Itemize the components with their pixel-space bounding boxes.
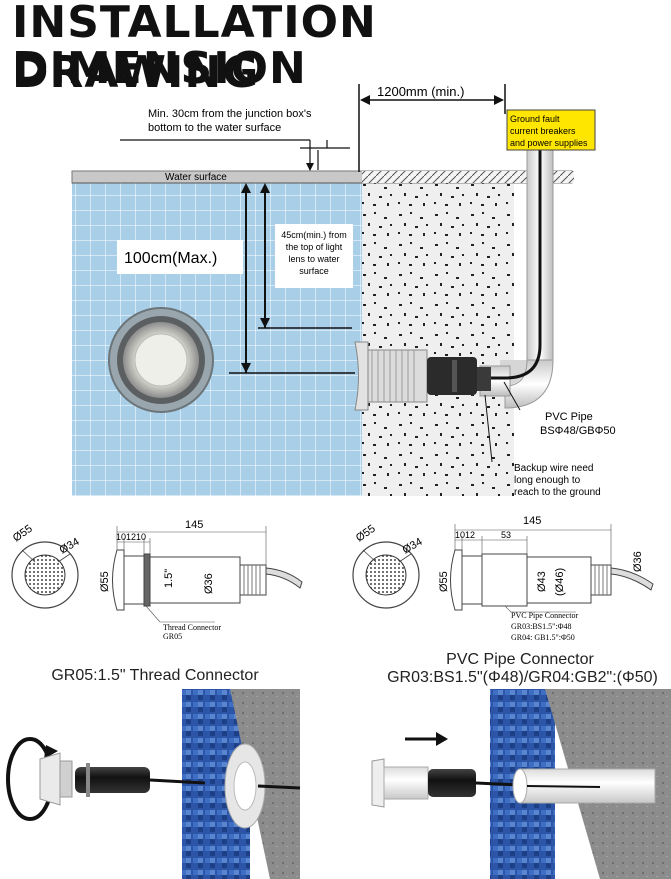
min-depth-line-3: lens to water <box>288 254 339 264</box>
left-body-dia: Ø36 <box>203 573 215 594</box>
caption-right-line-1: PVC Pipe Connector <box>446 651 594 668</box>
left-dia-outer: Ø55 <box>11 523 35 545</box>
max-depth-box <box>117 240 243 274</box>
left-side-dia: Ø55 <box>99 571 111 592</box>
thread-connector-drawing: Ø55 Ø34 145 101210 Ø55 1.5" Ø36 Thread C… <box>11 519 303 641</box>
right-label-1: PVC Pipe Connector <box>511 611 578 620</box>
ground-fault-label-box <box>506 109 596 151</box>
photo-thread-connector <box>6 689 301 879</box>
right-dims-top-a: 1012 <box>455 530 475 540</box>
left-connector-label: Thread Connector <box>163 623 221 632</box>
right-body-dia: Ø36 <box>632 551 644 572</box>
distance-to-box-label: 1200mm (min.) <box>377 84 464 99</box>
junction-note-line-1: Min. 30cm from the junction box's <box>148 108 312 120</box>
front-view-left <box>11 541 79 609</box>
ground-fault-line-1: Ground fault <box>510 114 560 124</box>
water-surface-label: Water surface <box>165 172 227 183</box>
left-dims-top: 101210 <box>116 532 146 542</box>
min-depth-line-4: surface <box>299 266 329 276</box>
right-dims-top-b: 53 <box>501 530 511 540</box>
left-length: 145 <box>185 519 203 531</box>
caption-left: GR05:1.5" Thread Connector <box>51 667 259 684</box>
caption-right-line-2: GR03:BS1.5"(Φ48)/GR04:GB2":(Φ50) <box>387 669 658 686</box>
concrete-wall <box>362 183 514 496</box>
cable <box>470 110 542 380</box>
ground-fault-line-3: and power supplies <box>510 138 588 148</box>
right-label-3: GR04: GB1.5":Φ50 <box>511 633 575 642</box>
right-label-2: GR03:BS1.5":Φ48 <box>511 622 571 631</box>
min-depth-line-2: the top of light <box>286 242 343 252</box>
right-dia-inner: Ø34 <box>401 536 425 557</box>
left-thread: 1.5" <box>163 569 175 588</box>
min-depth-line-1: 45cm(min.) from <box>281 230 347 240</box>
ground-fault-line-2: current breakers <box>510 126 576 136</box>
right-d46: (Ø46) <box>554 568 566 596</box>
photo-pvc-connector <box>371 689 671 879</box>
backup-wire-line-2: long enough to <box>514 475 581 486</box>
side-view-left <box>112 549 303 611</box>
side-view-right <box>450 549 654 611</box>
pvc-pipe-label-2: BSΦ48/GBΦ50 <box>540 425 616 437</box>
page-title-line-2: DRAWING <box>12 47 260 98</box>
installation-photos <box>6 689 671 879</box>
right-length: 145 <box>523 515 541 527</box>
right-d43: Ø43 <box>536 571 548 592</box>
page-title-line-1: INSTALLATION DIMENSION <box>12 0 377 94</box>
junction-note-line-2: bottom to the water surface <box>148 122 281 134</box>
max-depth-label: 100cm(Max.) <box>124 250 217 267</box>
installation-diagram: Ground fault current breakers and power … <box>71 84 616 498</box>
right-side-dia: Ø55 <box>438 571 450 592</box>
pvc-connector-drawing: Ø55 Ø34 145 1012 53 Ø55 Ø43 (Ø46) Ø36 PV… <box>352 515 654 642</box>
front-view-right <box>352 541 420 609</box>
right-dia-outer: Ø55 <box>354 523 378 545</box>
pvc-pipe-label-1: PVC Pipe <box>545 411 593 423</box>
backup-wire-line-1: Backup wire need <box>514 463 594 474</box>
pool-light-front <box>108 307 214 413</box>
min-depth-box <box>275 224 353 288</box>
left-connector-code: GR05 <box>163 632 182 641</box>
backup-wire-line-3: reach to the ground <box>514 487 601 498</box>
